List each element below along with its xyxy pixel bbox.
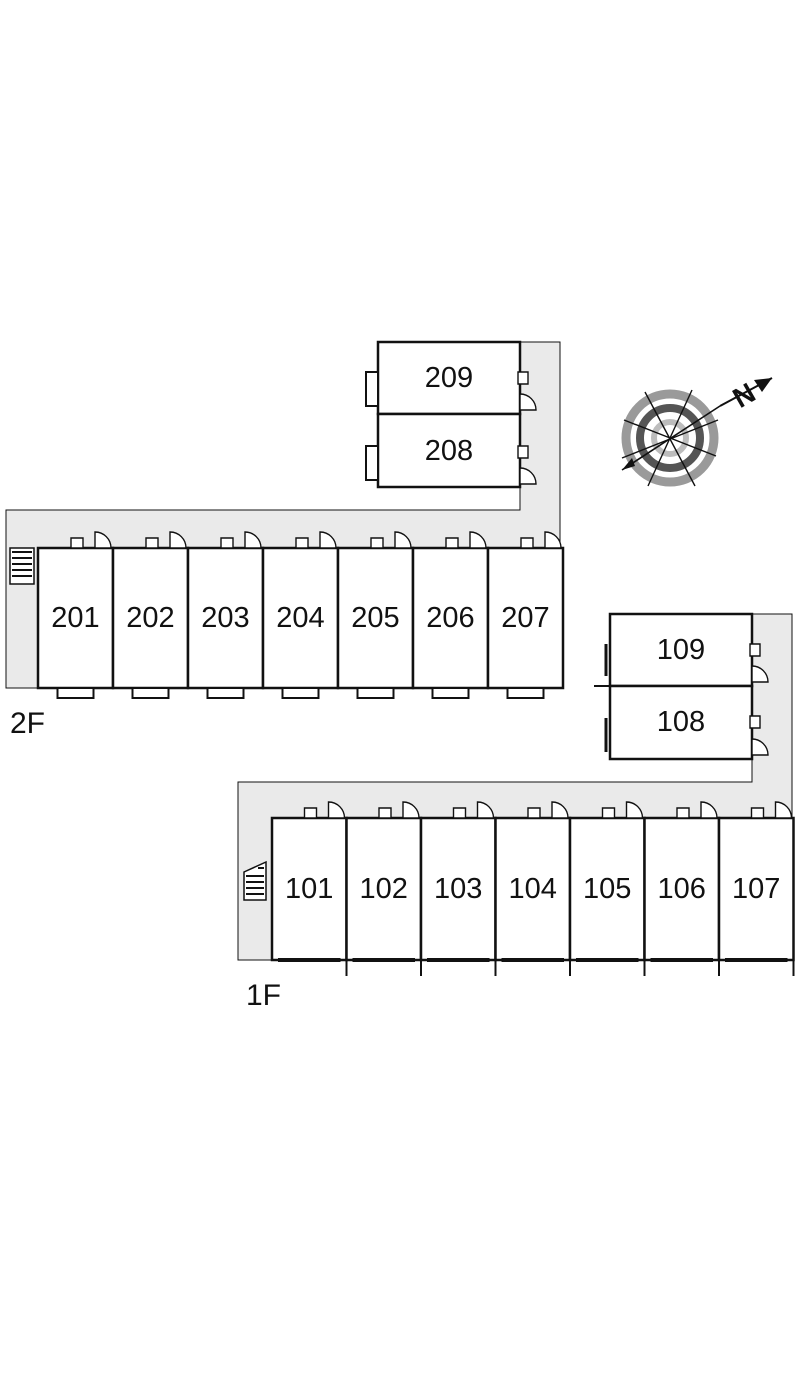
door-icon: [751, 738, 769, 756]
door-icon: [452, 807, 467, 819]
balcony-209: [365, 371, 379, 407]
unit-102-label: 102: [360, 873, 408, 905]
door-icon: [749, 643, 761, 657]
door-icon: [519, 467, 537, 485]
balcony-207: [506, 687, 545, 699]
floor-label-1f: 1F: [246, 979, 281, 1012]
unit-102[interactable]: [345, 816, 423, 962]
unit-201-label: 201: [51, 602, 99, 634]
unit-107[interactable]: [717, 816, 795, 962]
unit-104-label: 104: [509, 873, 557, 905]
door-icon: [319, 531, 337, 549]
unit-206-label: 206: [426, 602, 474, 634]
door-icon: [394, 531, 412, 549]
door-icon: [751, 665, 769, 683]
door-icon: [476, 801, 495, 819]
door-icon: [70, 537, 84, 549]
unit-108-label: 108: [657, 706, 705, 738]
compass-icon: N: [621, 377, 773, 487]
door-icon: [402, 801, 420, 819]
stairs-2f-icon: [9, 547, 35, 585]
unit-101-label: 101: [285, 873, 333, 905]
unit-207[interactable]: [486, 546, 565, 690]
balcony-206: [431, 687, 470, 699]
door-icon: [517, 445, 529, 459]
door-icon: [445, 537, 459, 549]
door-icon: [378, 807, 392, 819]
unit-207-label: 207: [501, 602, 549, 634]
unit-106-label: 106: [658, 873, 706, 905]
unit-208[interactable]: [376, 412, 522, 489]
balcony-202: [131, 687, 170, 699]
unit-202-label: 202: [126, 602, 174, 634]
door-icon: [520, 537, 534, 549]
door-icon: [544, 531, 562, 549]
unit-101[interactable]: [270, 816, 348, 962]
door-icon: [303, 807, 318, 819]
annex-2f: 209 208: [365, 340, 537, 489]
door-icon: [244, 531, 262, 549]
door-icon: [527, 807, 541, 819]
door-icon: [469, 531, 487, 549]
door-icon: [327, 801, 346, 819]
door-icon: [517, 371, 529, 385]
door-icon: [750, 807, 765, 819]
unit-203-label: 203: [201, 602, 249, 634]
unit-105-label: 105: [583, 873, 631, 905]
door-icon: [519, 393, 537, 411]
unit-103-label: 103: [434, 873, 482, 905]
door-icon: [145, 537, 159, 549]
unit-103[interactable]: [419, 816, 497, 962]
units-row-1f: 101 102 103 104 105 106 107: [270, 801, 795, 976]
unit-109[interactable]: [608, 612, 754, 688]
units-row-2f: 201 202 203 204 205 206 207: [36, 531, 565, 699]
north-label: N: [728, 377, 761, 414]
unit-104[interactable]: [494, 816, 572, 962]
door-icon: [676, 807, 690, 819]
balcony-205: [356, 687, 395, 699]
door-icon: [295, 537, 309, 549]
door-icon: [749, 715, 761, 729]
floor-label-2f: 2F: [10, 707, 45, 740]
door-icon: [370, 537, 384, 549]
unit-208-label: 208: [425, 435, 473, 467]
balcony-208: [365, 445, 379, 481]
door-icon: [169, 531, 187, 549]
unit-109-label: 109: [657, 634, 705, 666]
unit-108[interactable]: [608, 684, 754, 761]
stairs-1f-icon: [243, 860, 267, 901]
unit-203[interactable]: [186, 546, 265, 690]
door-icon: [774, 801, 793, 819]
door-icon: [94, 531, 112, 549]
balcony-204: [281, 687, 320, 699]
door-icon: [551, 801, 569, 819]
balcony-201: [56, 687, 95, 699]
door-icon: [700, 801, 718, 819]
unit-209-label: 209: [425, 362, 473, 394]
annex-1f: 109 108: [237, 612, 793, 961]
door-icon: [601, 807, 616, 819]
unit-107-label: 107: [732, 873, 780, 905]
door-icon: [625, 801, 644, 819]
unit-205-label: 205: [351, 602, 399, 634]
unit-204-label: 204: [276, 602, 324, 634]
door-icon: [220, 537, 234, 549]
balcony-203: [206, 687, 245, 699]
